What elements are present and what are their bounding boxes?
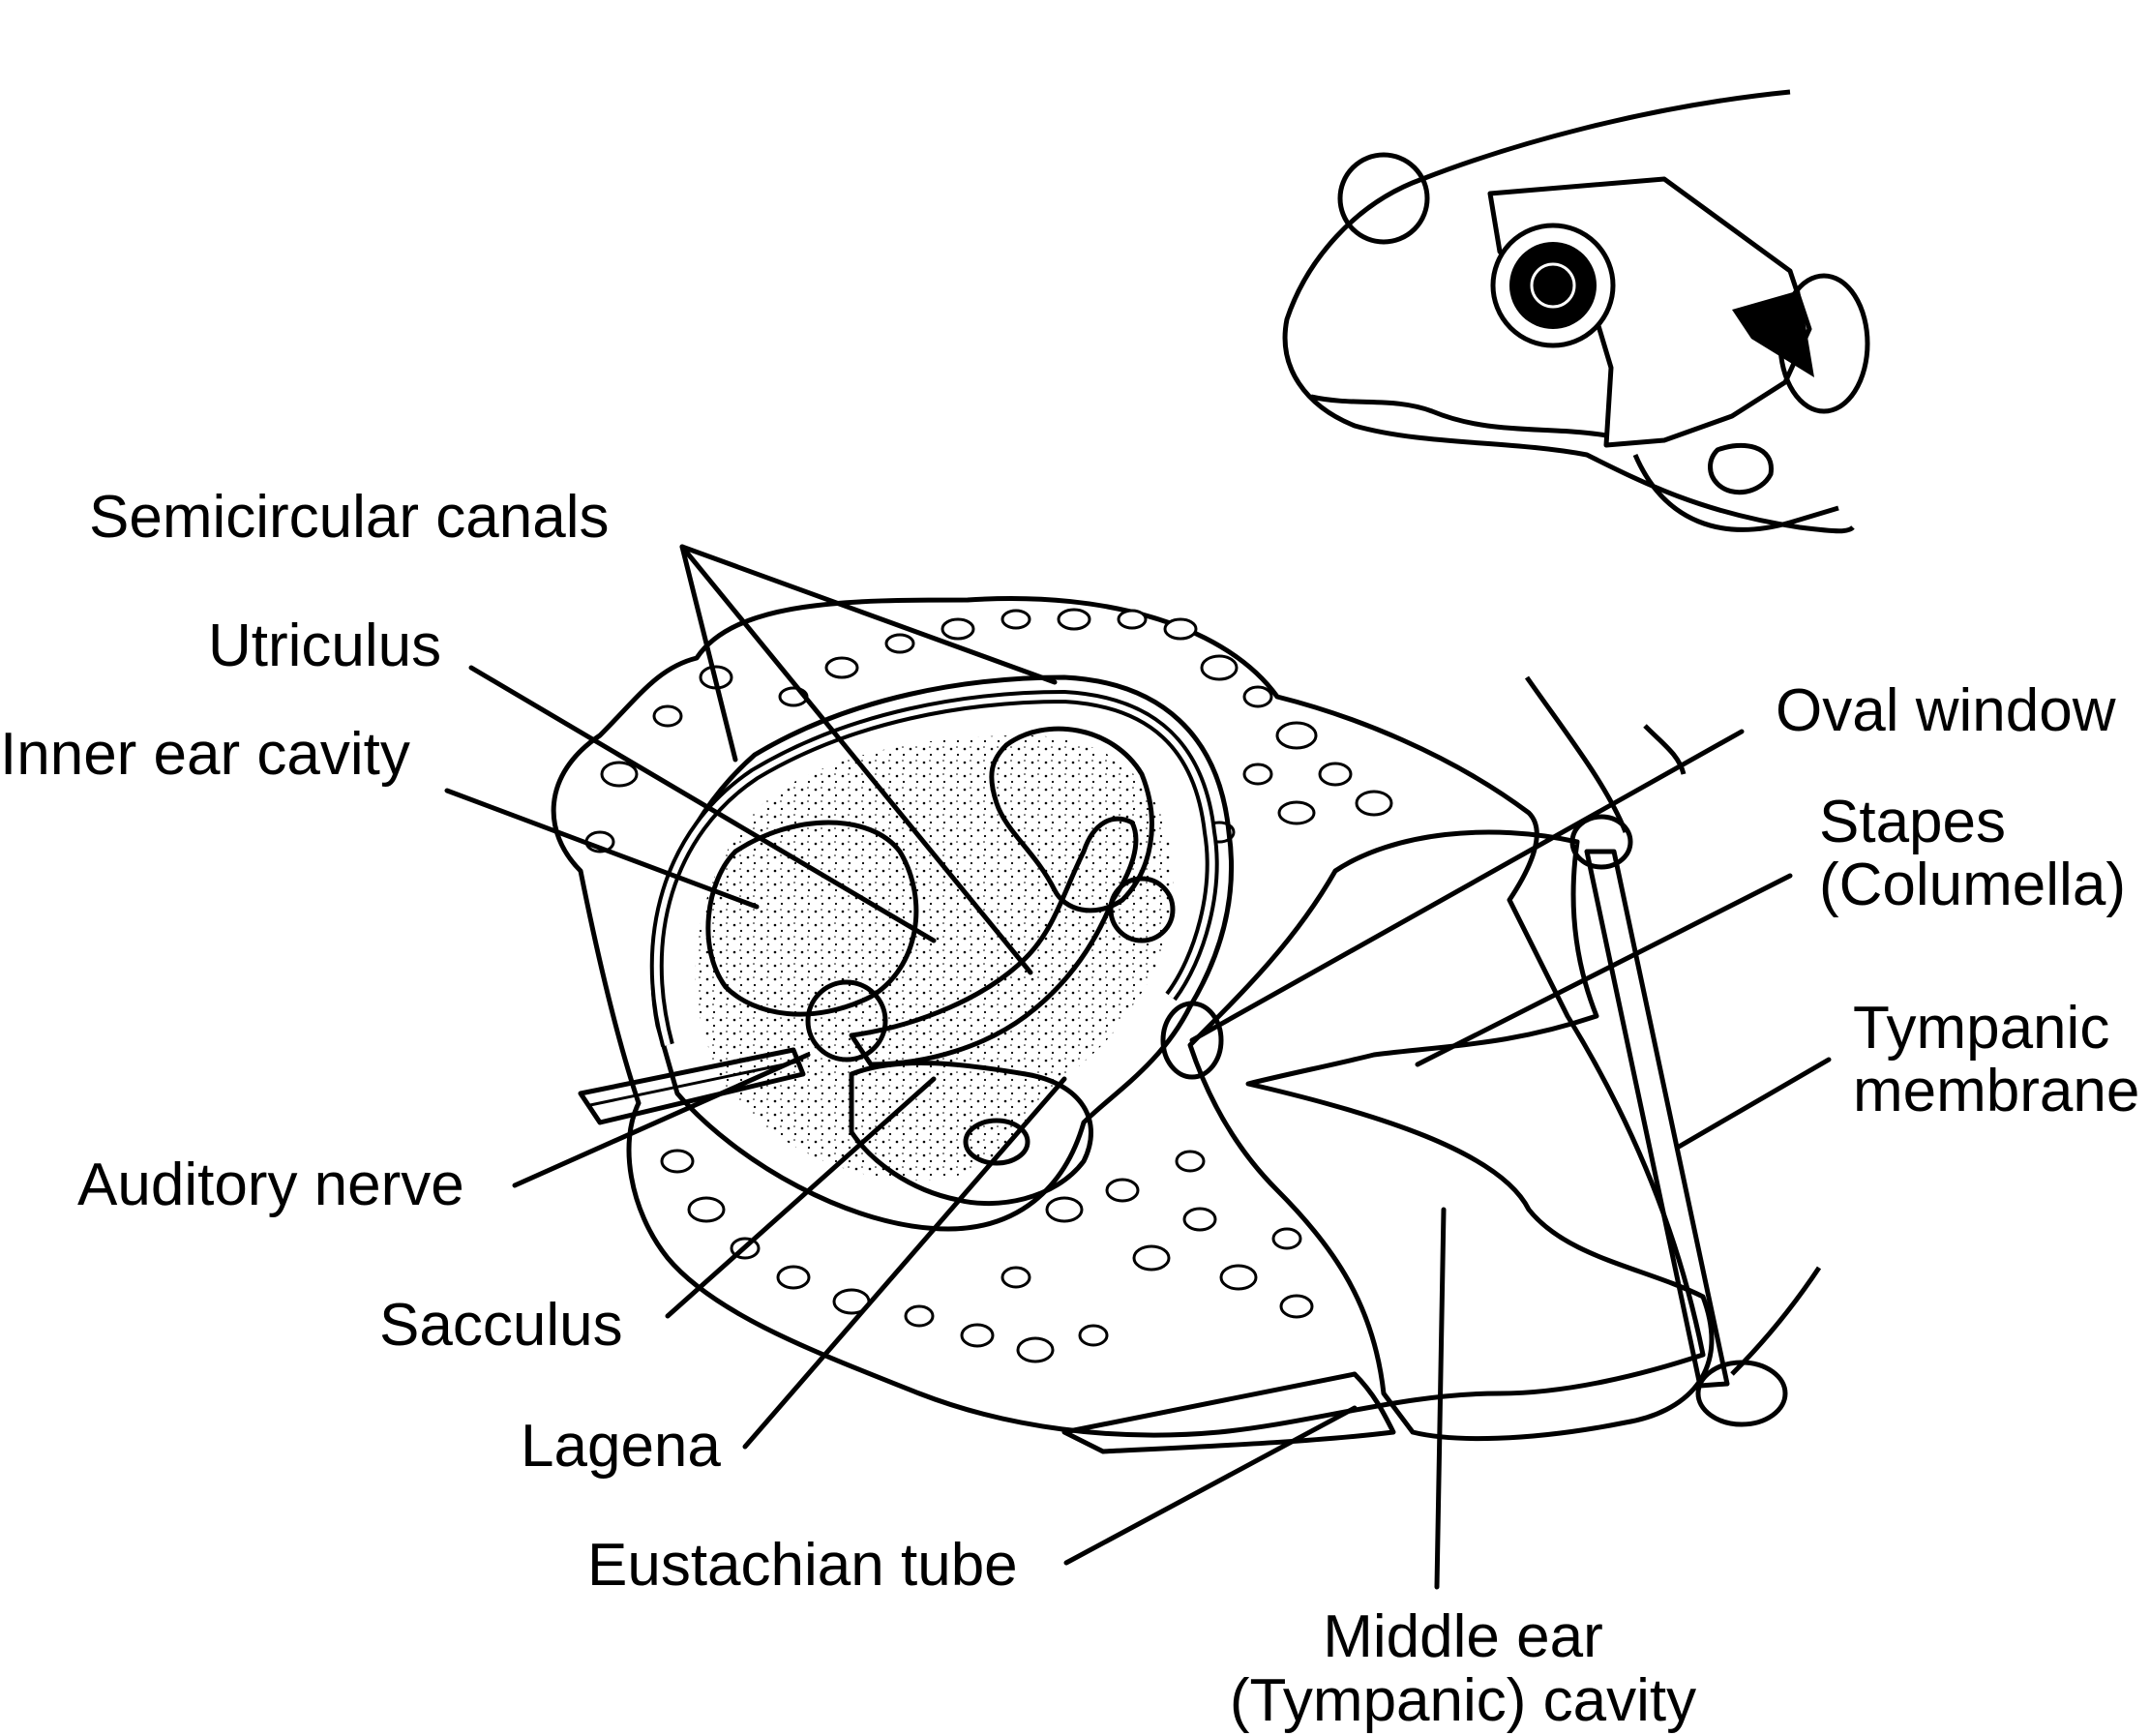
tympanic-membrane-shape bbox=[1524, 675, 1628, 833]
utricular-duct bbox=[849, 816, 1139, 1067]
label-sacculus: Sacculus bbox=[379, 1292, 623, 1359]
leader-lines bbox=[444, 544, 1832, 1590]
tympanic-annulus bbox=[1695, 1360, 1788, 1427]
label-semicircular-canals: Semicircular canals bbox=[89, 484, 610, 551]
leader-semicircular-canals-3 bbox=[679, 544, 1033, 975]
utriculus-body bbox=[705, 820, 919, 1017]
ear-cross-section bbox=[551, 595, 1822, 1454]
leader-lagena bbox=[742, 1076, 1067, 1450]
auditory-nerve-fibers bbox=[589, 1060, 799, 1107]
head-outline bbox=[1282, 89, 1855, 534]
ampulla-left bbox=[805, 979, 888, 1063]
bone-pores bbox=[584, 608, 1393, 1363]
label-eustachian-tube: Eustachian tube bbox=[587, 1532, 1018, 1599]
label-oval-window: Oval window bbox=[1776, 677, 2116, 744]
head-jaw-line bbox=[1310, 394, 1607, 438]
leader-eustachian-tube bbox=[1063, 1405, 1358, 1566]
head-inner-ear-black bbox=[1732, 290, 1814, 377]
middle-ear-cavity bbox=[1187, 829, 1715, 1442]
head-gland bbox=[1708, 442, 1774, 495]
head-tympanum bbox=[1777, 273, 1870, 414]
head-eye-bulge bbox=[1337, 152, 1430, 245]
oval-window-shape bbox=[1160, 1001, 1224, 1080]
label-lagena: Lagena bbox=[521, 1413, 721, 1480]
leader-utriculus bbox=[468, 665, 937, 943]
head-inset-illustration bbox=[1282, 89, 1870, 534]
leader-semicircular-canals-2 bbox=[679, 544, 1058, 685]
ampulla-right bbox=[1108, 876, 1176, 943]
label-stapes-line1: Stapes bbox=[1819, 789, 2006, 855]
sacculus-body bbox=[849, 1060, 1093, 1207]
label-utriculus: Utriculus bbox=[208, 613, 441, 679]
leader-oval-window bbox=[1189, 729, 1745, 1043]
label-stapes-line2: (Columella) bbox=[1819, 852, 2126, 918]
label-tympanic-line1: Tympanic bbox=[1853, 995, 2109, 1062]
leader-auditory-nerve bbox=[512, 1052, 811, 1188]
label-middle-ear-line1: Middle ear bbox=[1323, 1603, 1602, 1670]
leader-semicircular-canals-1 bbox=[679, 544, 738, 763]
auditory-nerve-shape bbox=[578, 1047, 806, 1125]
label-inner-ear-cavity: Inner ear cavity bbox=[0, 721, 410, 788]
eustachian-tube-shape bbox=[1061, 1371, 1396, 1454]
lagena-body bbox=[963, 1118, 1030, 1166]
leader-sacculus bbox=[665, 1076, 937, 1319]
skin-outline-right bbox=[1643, 724, 1687, 775]
stapes-rod bbox=[1584, 849, 1730, 1389]
leader-stapes bbox=[1415, 873, 1793, 1067]
label-middle-ear-line2: (Tympanic) cavity bbox=[1230, 1667, 1696, 1734]
stapes-head bbox=[1569, 814, 1633, 870]
bony-capsule bbox=[551, 595, 1706, 1438]
labels: Semicircular canals Utriculus Inner ear … bbox=[0, 484, 2139, 1734]
head-arm-outline bbox=[1632, 454, 1839, 532]
leader-middle-ear bbox=[1434, 1207, 1447, 1590]
leader-inner-ear-cavity bbox=[444, 788, 760, 910]
inner-ear-cavity-fill bbox=[695, 735, 1174, 1181]
head-eye-pupil bbox=[1530, 262, 1576, 309]
tympanic-membrane-lower bbox=[1730, 1266, 1822, 1376]
semicircular-canal-inner bbox=[653, 693, 1215, 1046]
label-tympanic-line2: membrane bbox=[1853, 1058, 2139, 1124]
label-auditory-nerve: Auditory nerve bbox=[77, 1152, 464, 1218]
inner-ear-cavity-shape bbox=[650, 674, 1235, 1232]
leader-tympanic-membrane bbox=[1676, 1057, 1832, 1150]
